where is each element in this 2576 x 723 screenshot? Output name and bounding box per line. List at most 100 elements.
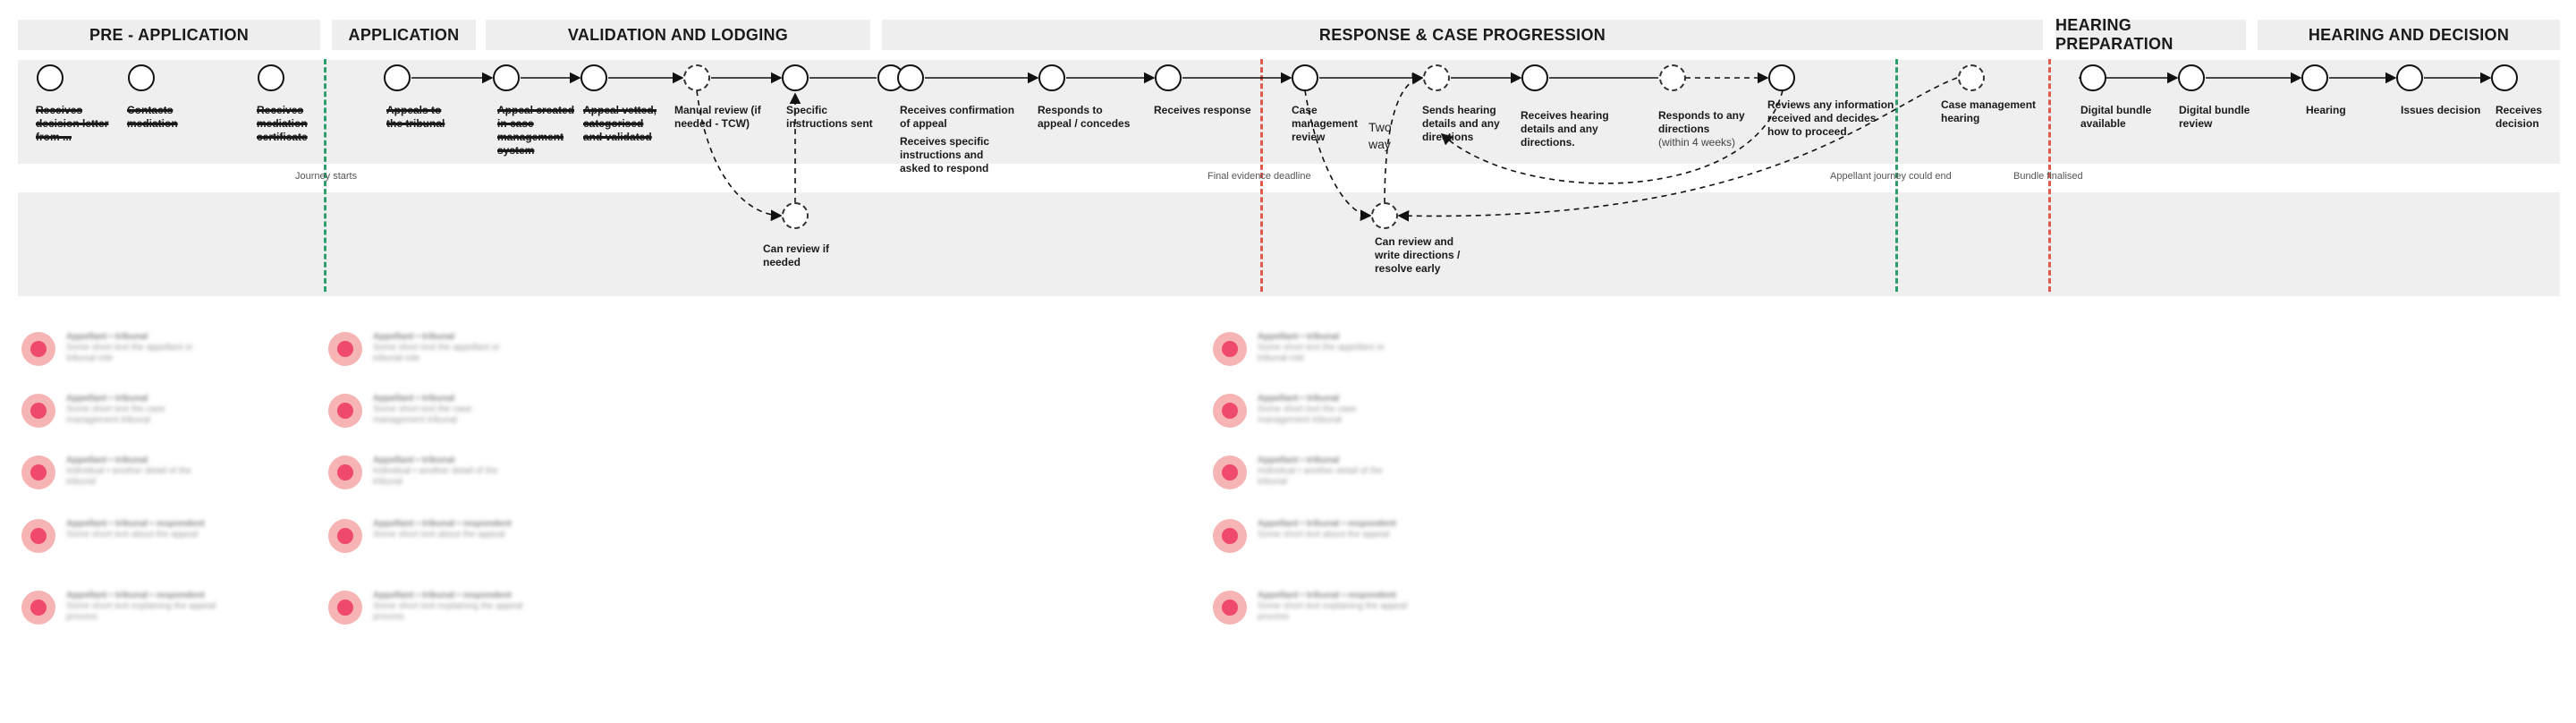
step-label: Receives response <box>1154 104 1251 116</box>
phase-hearing-preparation: HEARING PREPARATION <box>2055 16 2246 53</box>
legend-title: Appellant • tribunal <box>1258 394 1340 404</box>
legend-title: Appellant • tribunal • respondent <box>1258 591 1396 600</box>
step-label: Manual review (if needed - TCW) <box>674 104 761 130</box>
phase-pre-application: PRE - APPLICATION <box>18 20 320 50</box>
step-label-sub: (within 4 weeks) <box>1658 136 1736 149</box>
legend-dot <box>1213 394 1247 428</box>
legend-dot <box>1213 332 1247 366</box>
step-node <box>2301 64 2328 91</box>
review-label: Can review and write directions / resolv… <box>1375 235 1461 275</box>
legend-dot <box>21 394 55 428</box>
milestone-line-bundle-finalised <box>2048 59 2051 292</box>
step-label: Receives specific instructions and asked… <box>900 135 990 174</box>
step-node <box>1292 64 1318 91</box>
legend-dot <box>1213 455 1247 489</box>
step-label: Sends hearing details and any directions <box>1422 104 1500 143</box>
step-label: Hearing <box>2306 104 2346 116</box>
legend-desc: Some short text explaining the appeal pr… <box>1258 601 1408 622</box>
step-label: Receives hearing details and any directi… <box>1521 109 1609 149</box>
legend-title: Appellant • tribunal • respondent <box>66 591 205 600</box>
milestone-label: Bundle finalised <box>2013 171 2083 182</box>
phase-application: APPLICATION <box>332 20 476 50</box>
legend-desc: Some short text the case management trib… <box>1258 404 1357 425</box>
step-label: Case management hearing <box>1941 98 2037 124</box>
step-label: Contacts mediation <box>127 104 178 130</box>
phase-validation: VALIDATION AND LODGING <box>486 20 870 50</box>
legend-title: Appellant • tribunal • respondent <box>1258 519 1396 529</box>
phase-title: APPLICATION <box>348 25 460 44</box>
legend-title: Appellant • tribunal <box>373 394 455 404</box>
step-node-optional <box>683 64 710 91</box>
legend-desc: Some short text about the appeal <box>373 530 505 540</box>
legend-dot <box>1213 519 1247 553</box>
phase-title: HEARING AND DECISION <box>2308 25 2510 44</box>
step-node <box>384 64 411 91</box>
step-label: Digital bundle review <box>2179 104 2250 130</box>
step-label: Receives decision letter from ... <box>36 104 109 143</box>
step-label: Specific instructions sent <box>786 104 873 130</box>
step-label: Responds to appeal / concedes <box>1038 104 1131 130</box>
step-label: Receives confirmation of appeal <box>900 104 1015 130</box>
legend-desc: Some short text explaining the appeal pr… <box>373 601 523 622</box>
step-label-text: Responds to any directions <box>1658 109 1745 135</box>
step-node <box>580 64 607 91</box>
legend-dot <box>328 332 362 366</box>
legend-dot <box>21 455 55 489</box>
review-node-optional <box>1371 202 1398 229</box>
step-label: Reviews any information received and dec… <box>1767 98 1894 138</box>
review-node-optional <box>782 202 809 229</box>
step-label: Receives decision <box>2496 104 2543 130</box>
step-node <box>2178 64 2205 91</box>
step-node <box>1038 64 1065 91</box>
step-node <box>1155 64 1182 91</box>
legend-desc: Some short text the case management trib… <box>66 404 165 425</box>
legend-desc: Some short text the case management trib… <box>373 404 472 425</box>
step-label: Responds to any directions(within 4 week… <box>1658 109 1757 149</box>
secondary-lane <box>18 192 2560 296</box>
legend-title: Appellant • tribunal • respondent <box>66 519 205 529</box>
step-node <box>1521 64 1548 91</box>
legend-desc: Some short text explaining the appeal pr… <box>66 601 216 622</box>
legend-desc: Individual • another detail of the tribu… <box>1258 466 1383 487</box>
legend-dot <box>21 519 55 553</box>
legend-title: Appellant • tribunal <box>373 332 455 342</box>
step-label: Case management review <box>1292 104 1359 143</box>
step-node-optional <box>1958 64 1985 91</box>
step-label: Receives mediation certificate <box>257 104 308 143</box>
phase-response: RESPONSE & CASE PROGRESSION <box>882 20 2043 50</box>
legend-dot <box>21 591 55 625</box>
step-label: Appeals to the tribunal <box>386 104 445 130</box>
phase-title: PRE - APPLICATION <box>89 25 250 44</box>
legend-title: Appellant • tribunal <box>1258 455 1340 465</box>
milestone-line-final-evidence <box>1260 59 1263 292</box>
step-node <box>2396 64 2423 91</box>
legend-title: Appellant • tribunal <box>66 455 148 465</box>
legend-desc: Some short text about the appeal <box>66 530 199 540</box>
phase-title: RESPONSE & CASE PROGRESSION <box>1318 25 1606 44</box>
step-label: Issues decision <box>2401 104 2481 116</box>
milestone-label: Journey starts <box>295 171 358 182</box>
legend-dot <box>328 591 362 625</box>
milestone-line-journey-starts <box>324 59 326 292</box>
step-label: Digital bundle available <box>2080 104 2152 130</box>
legend-dot <box>328 455 362 489</box>
legend-dot <box>1213 591 1247 625</box>
milestone-label: Appellant journey could end <box>1830 171 1952 182</box>
milestone-label: Final evidence deadline <box>1208 171 1311 182</box>
